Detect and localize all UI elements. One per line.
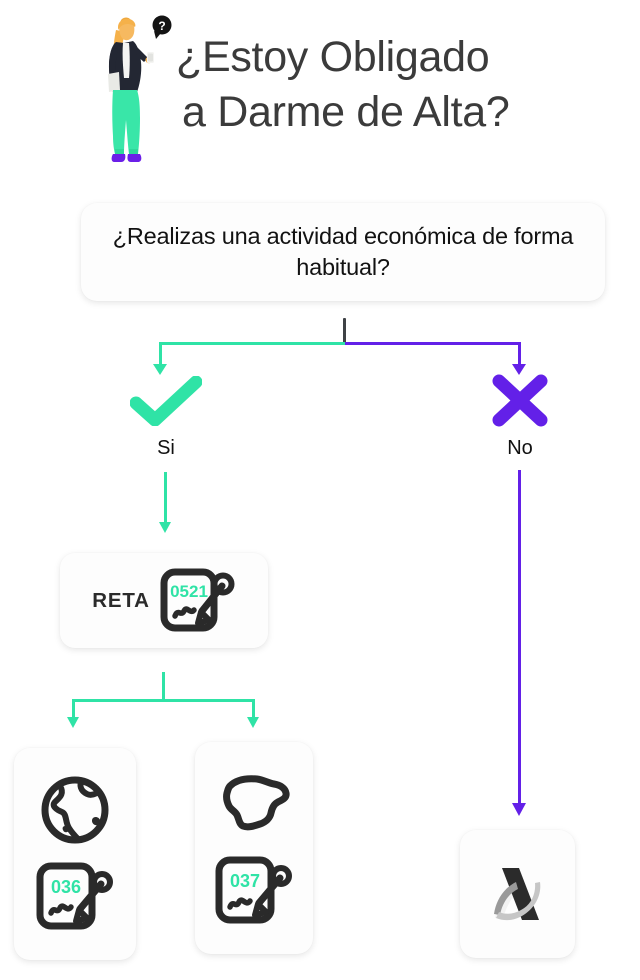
agencia-tributaria-logo-icon: [493, 868, 540, 921]
arrowhead-036: [67, 717, 79, 728]
reta-form-number: 0521: [170, 582, 208, 601]
connector-drop-036: [72, 699, 75, 719]
connector-bar-yes: [159, 342, 346, 345]
connector-drop-yes: [159, 342, 162, 366]
outcome-card-036: 036: [14, 748, 136, 960]
check-mark-icon: [130, 376, 202, 426]
connector-yes-to-reta: [164, 472, 167, 524]
arrowhead-yes: [153, 364, 167, 375]
branch-label-no: No: [507, 437, 533, 459]
arrowhead-no: [512, 364, 526, 375]
globe-icon: [41, 776, 109, 844]
form-with-signature-icon: 036: [36, 862, 113, 930]
question-card: ¿Realizas una actividad económica de for…: [81, 203, 605, 301]
svg-text:?: ?: [158, 19, 165, 33]
page-title-line-2: a Darme de Alta?: [182, 88, 510, 136]
form-with-signature-icon: 0521: [160, 568, 235, 631]
branch-label-yes: Si: [157, 437, 175, 459]
outcome-card-agencia-tributaria: [460, 830, 575, 958]
form-number-037: 037: [230, 871, 260, 891]
reta-card: RETA 0521: [60, 553, 268, 648]
form-number-036: 036: [51, 877, 81, 897]
connector-no-to-aeat: [518, 470, 521, 806]
arrowhead-037: [247, 717, 259, 728]
cross-mark-icon: [492, 374, 548, 427]
connector-drop-no: [518, 342, 521, 366]
page-title-line-1: ¿Estoy Obligado: [176, 33, 490, 81]
question-text: ¿Realizas una actividad económica de for…: [112, 223, 574, 280]
connector-stub-from-question: [343, 318, 346, 345]
header: ? ¿Estoy Obligado a Darme de Alta?: [0, 0, 640, 185]
reta-label: RETA: [92, 588, 150, 612]
arrowhead-no-to-aeat: [512, 803, 526, 816]
connector-bar-no: [345, 342, 521, 345]
arrowhead-yes-to-reta: [159, 522, 171, 533]
spain-map-icon: [223, 775, 290, 831]
woman-with-phone-question-illustration: ?: [108, 15, 172, 162]
connector-stem-from-reta: [162, 672, 165, 700]
page-title: ¿Estoy Obligado a Darme de Alta?: [176, 30, 606, 140]
connector-drop-037: [252, 699, 255, 719]
outcome-card-037: 037: [195, 742, 313, 954]
connector-bar-reta-split: [72, 699, 255, 702]
form-with-signature-icon: 037: [215, 856, 292, 924]
